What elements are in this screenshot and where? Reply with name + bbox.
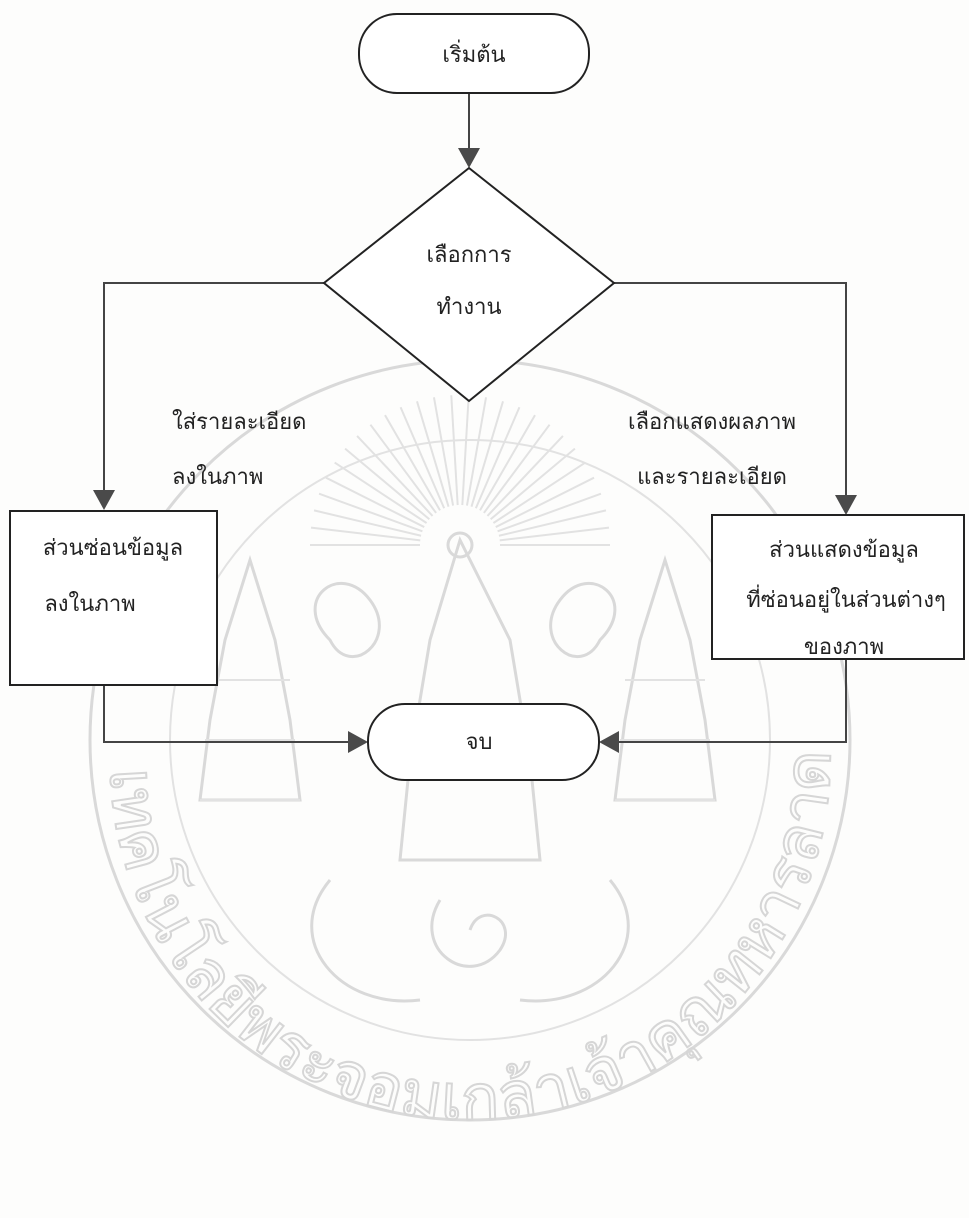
- decision-label-line-2: ทำงาน: [437, 295, 502, 320]
- seal-ray: [498, 509, 607, 537]
- left-process-line-2: ลงในภาพ: [44, 591, 135, 617]
- seal-ray: [492, 461, 586, 524]
- seal-ray: [479, 414, 536, 511]
- start-terminator: [358, 13, 590, 94]
- seal-ray: [310, 526, 421, 542]
- seal-ray: [465, 397, 488, 506]
- seal-ray: [499, 526, 610, 542]
- right-process-box: [711, 514, 965, 660]
- seal-ray: [497, 492, 602, 533]
- seal-ray: [486, 435, 564, 517]
- edge-decision-to-right: [614, 282, 847, 500]
- seal-ray: [432, 397, 455, 506]
- left-edge-label-line-1: ใส่รายละเอียด: [172, 409, 306, 435]
- end-label: จบ: [466, 730, 493, 755]
- edge-right-to-end: [615, 659, 847, 743]
- arrowhead-start-decision: [458, 148, 480, 168]
- seal-ray: [356, 435, 434, 517]
- edge-left-to-end: [103, 685, 352, 743]
- seal-ray: [489, 447, 576, 521]
- seal-ray: [461, 395, 470, 506]
- seal-ray: [416, 401, 450, 507]
- arrowhead-right-process: [835, 495, 857, 515]
- seal-ray: [344, 447, 431, 521]
- seal-ray: [474, 406, 521, 509]
- right-edge-label-line-1: เลือกแสดงผลภาพ: [628, 410, 796, 435]
- left-process-box: [9, 510, 218, 686]
- seal-ray: [325, 476, 425, 528]
- seal-ray: [483, 424, 551, 514]
- right-process-line-3: ของภาพ: [804, 635, 884, 660]
- right-edge-label-line-2: และรายละเอียด: [637, 465, 787, 490]
- decision-label-line-1: เลือกการ: [426, 243, 511, 268]
- seal-ray: [495, 476, 595, 528]
- decision-diamond: [322, 166, 616, 403]
- seal-ray: [470, 401, 504, 507]
- seal-ray: [313, 509, 422, 537]
- arrowhead-right-end: [599, 731, 619, 753]
- edge-decision-to-left: [103, 282, 324, 495]
- right-process-line-2: ที่ซ่อนอยู่ในส่วนต่างๆ: [746, 584, 946, 613]
- seal-ray: [399, 406, 446, 509]
- arrowhead-left-end: [348, 731, 368, 753]
- seal-ray: [334, 461, 428, 524]
- seal-ray: [369, 424, 437, 514]
- end-terminator: [367, 703, 600, 781]
- left-edge-label-line-2: ลงในภาพ: [172, 464, 263, 490]
- arrowhead-left-process: [93, 490, 115, 510]
- start-label: เริ่มต้น: [442, 39, 505, 68]
- seal-ray: [318, 492, 423, 533]
- seal-ray: [450, 395, 459, 506]
- seal-ray: [384, 414, 441, 511]
- right-process-line-1: ส่วนแสดงข้อมูล: [769, 538, 919, 563]
- left-process-line-1: ส่วนซ่อนข้อมูล: [43, 536, 183, 561]
